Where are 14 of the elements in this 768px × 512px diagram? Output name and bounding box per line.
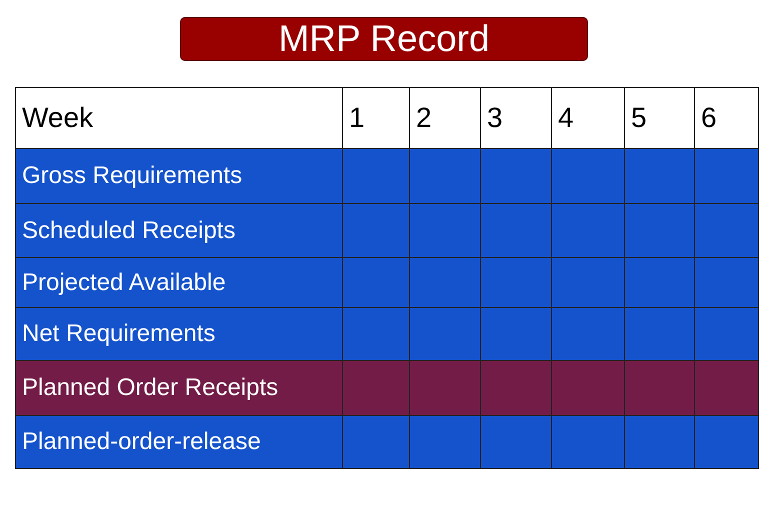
column-heading: 1	[349, 102, 365, 134]
column-heading: 5	[631, 102, 647, 134]
row-heading: Scheduled Receipts	[22, 216, 236, 244]
column-heading: 6	[701, 102, 717, 134]
row-heading: Planned Order Receipts	[22, 374, 278, 402]
row-heading: Net Requirements	[22, 320, 216, 348]
column-heading: Week	[22, 102, 94, 134]
column-heading: 3	[487, 102, 503, 134]
column-heading: 4	[558, 102, 574, 134]
row-heading: Projected Available	[22, 268, 226, 296]
title-banner: MRP Record	[180, 17, 588, 61]
column-heading: 2	[416, 102, 432, 134]
row-heading: Planned-order-release	[22, 428, 261, 456]
row-heading: Gross Requirements	[22, 162, 242, 190]
